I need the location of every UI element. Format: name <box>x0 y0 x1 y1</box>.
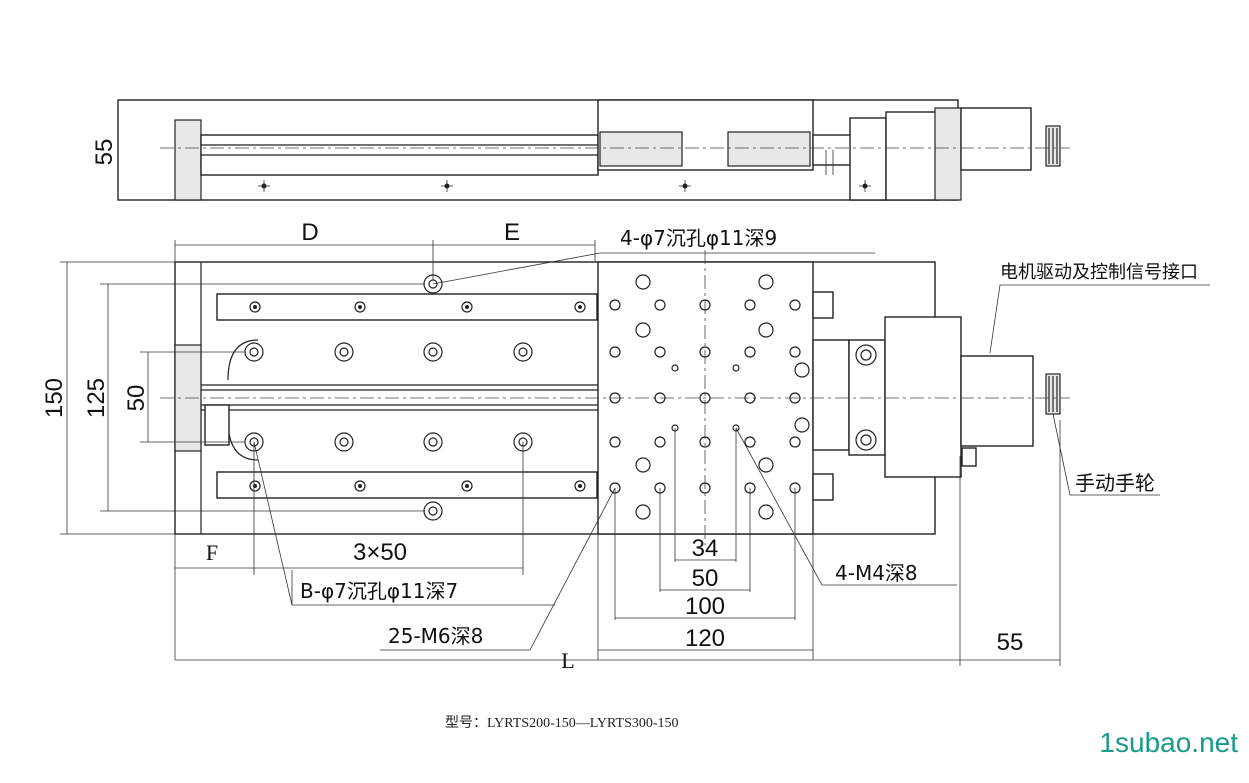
dim-e: E <box>504 219 520 246</box>
rail-upper <box>216 293 598 321</box>
dim-f: F <box>206 540 218 565</box>
motor-flange <box>884 316 962 478</box>
plan-view: D E 150 125 50 F 3×50 34 50 100 <box>41 219 1210 673</box>
rail-holes <box>249 301 586 492</box>
dim-50: 50 <box>692 565 719 592</box>
dim-pitch: 3×50 <box>353 539 407 566</box>
side-view: 55 <box>91 99 1070 201</box>
dim-l: L <box>561 648 574 673</box>
model-caption: 型号：LYRTS200-150—LYRTS300-150 <box>445 715 679 731</box>
side-view-end-block <box>174 119 202 201</box>
dim-h125: 125 <box>83 378 110 418</box>
note-handwheel: 手动手轮 <box>1075 471 1155 495</box>
rail-lower <box>216 471 598 499</box>
note-m6: 25-M6深8 <box>388 624 483 648</box>
dim-h50: 50 <box>123 385 150 412</box>
note-top-holes: 4-φ7沉孔φ11深9 <box>620 226 777 250</box>
dim-34: 34 <box>692 535 719 562</box>
dim-55: 55 <box>997 629 1024 656</box>
watermark: 1subao.net <box>1099 727 1238 758</box>
dim-top-height: 55 <box>91 139 118 166</box>
side-view-motor <box>960 107 1032 171</box>
dim-h150: 150 <box>41 378 68 418</box>
note-b-holes: B-φ7沉孔φ11深7 <box>300 579 458 603</box>
note-connector: 电机驱动及控制信号接口 <box>1000 262 1198 283</box>
note-m4: 4-M4深8 <box>835 561 918 585</box>
carriage-holes <box>609 274 810 520</box>
dim-d: D <box>301 219 318 246</box>
motor <box>960 355 1034 447</box>
dim-120: 120 <box>685 625 725 652</box>
dim-100: 100 <box>685 593 725 620</box>
